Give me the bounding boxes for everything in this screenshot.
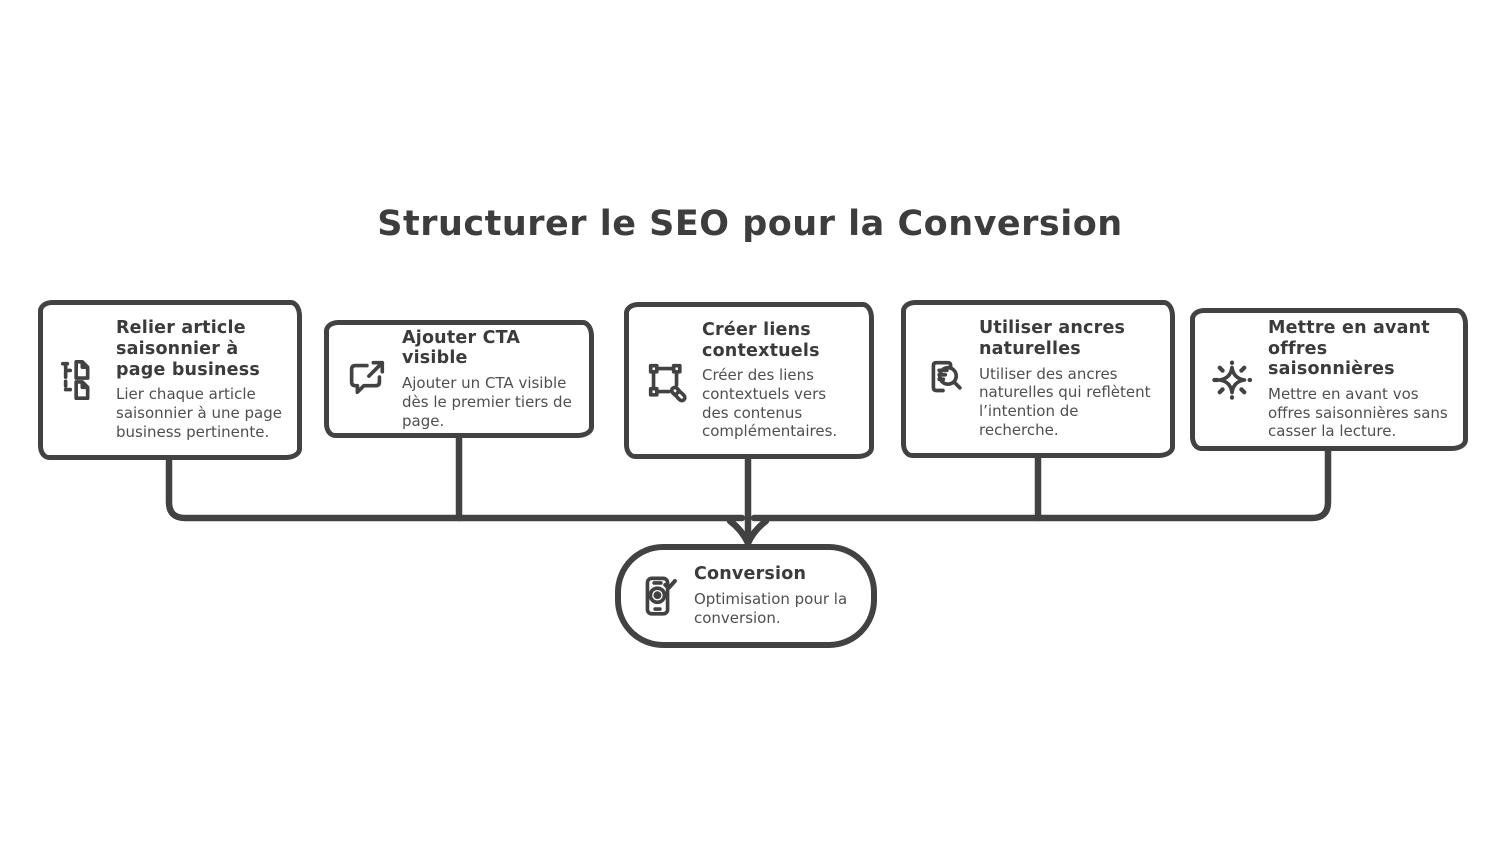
node-body: Mettre en avant vos offres saisonnières …: [1268, 384, 1448, 441]
cta-speech-bubble-icon: [343, 356, 389, 402]
sparkle-icon: [1209, 357, 1255, 403]
node-body: Lier chaque article saisonnier à une pag…: [116, 385, 282, 441]
diagram-title: Structurer le SEO pour la Conversion: [377, 204, 1123, 244]
node-title: Ajouter CTA visible: [402, 327, 521, 369]
node-title: Relier article saisonnier à page busines…: [116, 318, 260, 380]
node-title: Créer liens contextuels: [702, 319, 820, 361]
node-title: Utiliser ancres naturelles: [979, 318, 1126, 359]
node-body: Ajouter un CTA visible dès le premier ti…: [402, 374, 572, 430]
node-card-ajouter-cta: Ajouter CTA visible Ajouter un CTA visib…: [324, 320, 594, 438]
linked-pages-icon: [57, 357, 103, 403]
search-document-icon: [920, 356, 966, 402]
connector-node1: [165, 448, 746, 522]
node-title: Mettre en avant offres saisonnières: [1268, 317, 1430, 380]
node-title: Conversion: [694, 564, 807, 585]
node-card-relier-article: Relier article saisonnier à page busines…: [38, 300, 302, 460]
node-card-offres-saisonnieres: Mettre en avant offres saisonnières Mett…: [1190, 308, 1468, 451]
node-card-ancres-naturelles: Utiliser ancres naturelles Utiliser des …: [901, 300, 1175, 458]
node-body: Utiliser des ancres naturelles qui reflè…: [979, 364, 1151, 439]
phone-target-icon: [635, 573, 681, 619]
contextual-link-icon: [643, 358, 689, 404]
arrow-down-icon: [726, 517, 770, 547]
node-card-liens-contextuels: Créer liens contextuels Créer des liens …: [624, 302, 874, 459]
node-body: Créer des liens contextuels vers des con…: [702, 366, 838, 441]
node-body: Optimisation pour la conversion.: [694, 590, 848, 627]
node-card-conversion: Conversion Optimisation pour la conversi…: [615, 544, 877, 648]
connector-node5: [750, 441, 1332, 522]
